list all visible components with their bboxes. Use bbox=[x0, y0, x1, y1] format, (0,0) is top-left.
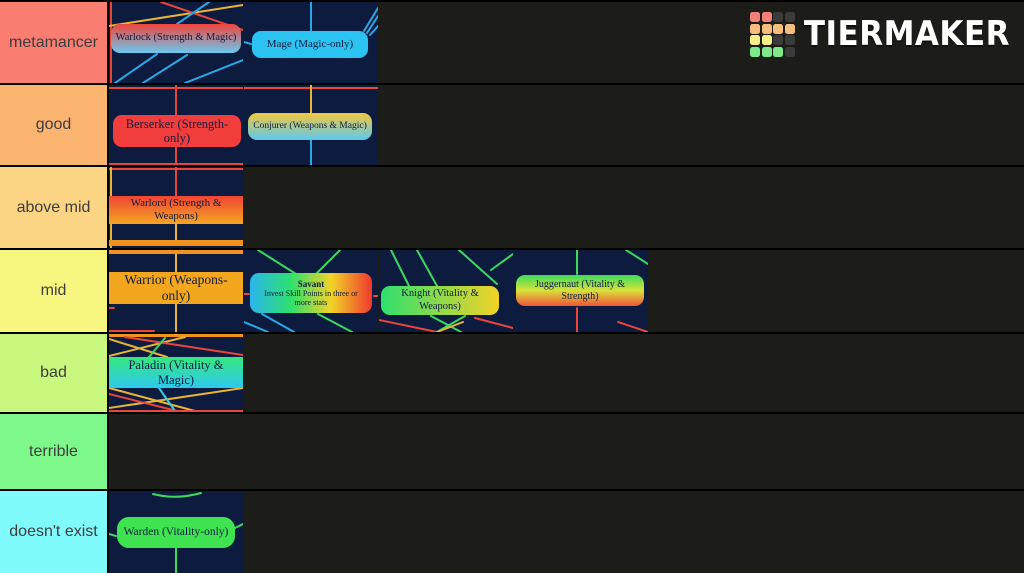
knight-pill: Knight (Vitality & Weapons) bbox=[381, 286, 499, 315]
conjurer-pill: Conjurer (Weapons & Magic) bbox=[248, 113, 372, 140]
tier-items-bad: Paladin (Vitality & Magic) bbox=[109, 334, 1024, 412]
tier-items-above-mid: Warlord (Strength & Weapons) bbox=[109, 167, 1024, 248]
mage-pill: Mage (Magic-only) bbox=[252, 31, 368, 58]
conjurer-label: Conjurer (Weapons & Magic) bbox=[253, 121, 367, 132]
savant-pill: Savant Invest Skill Points in three or m… bbox=[250, 273, 372, 313]
paladin-stat-chart bbox=[109, 334, 243, 412]
tier-label-above-mid[interactable]: above mid bbox=[0, 167, 109, 248]
juggernaut-label: Juggernaut (Vitality & Strength) bbox=[535, 279, 625, 302]
tier-label-mid[interactable]: mid bbox=[0, 250, 109, 332]
berserker-pill: Berserker (Strength-only) bbox=[113, 115, 241, 147]
tier-item-warden[interactable]: Warden (Vitality-only) bbox=[109, 491, 243, 573]
paladin-label: Paladin (Vitality & Magic) bbox=[128, 358, 224, 387]
tier-label-metamancer[interactable]: metamancer bbox=[0, 2, 109, 83]
knight-stat-chart bbox=[379, 250, 513, 332]
savant-stat-chart bbox=[244, 250, 378, 332]
tier-label-good[interactable]: good bbox=[0, 85, 109, 165]
tier-label-terrible[interactable]: terrible bbox=[0, 414, 109, 489]
tier-row-bad: bad Paladin (Vitality & Magic) bbox=[0, 334, 1024, 414]
tier-label-doesnt-exist[interactable]: doesn't exist bbox=[0, 491, 109, 573]
tier-item-mage[interactable]: Mage (Magic-only) bbox=[244, 2, 378, 83]
savant-title: Savant bbox=[297, 278, 325, 289]
mage-stat-chart bbox=[244, 2, 378, 45]
tiermaker-logo[interactable]: TIERMAKER bbox=[750, 12, 1010, 57]
tier-item-warlock[interactable]: Warlock (Strength & Magic) bbox=[109, 2, 243, 83]
juggernaut-stat-chart bbox=[576, 250, 648, 332]
tier-item-warlord[interactable]: Warlord (Strength & Weapons) bbox=[109, 167, 243, 248]
paladin-pill: Paladin (Vitality & Magic) bbox=[109, 357, 243, 388]
warden-pill: Warden (Vitality-only) bbox=[117, 517, 235, 548]
tiermaker-wordmark: TIERMAKER bbox=[803, 14, 1010, 54]
warlord-pill: Warlord (Strength & Weapons) bbox=[109, 196, 243, 224]
tier-items-mid: Warrior (Weapons-only) Savant Invest Ski… bbox=[109, 250, 1024, 332]
tier-item-berserker[interactable]: Berserker (Strength-only) bbox=[109, 85, 243, 165]
tier-item-paladin[interactable]: Paladin (Vitality & Magic) bbox=[109, 334, 243, 412]
tier-row-terrible: terrible bbox=[0, 414, 1024, 491]
tier-row-mid: mid Warrior (Weapons-only) bbox=[0, 250, 1024, 334]
tier-item-warrior[interactable]: Warrior (Weapons-only) bbox=[109, 250, 243, 332]
warrior-label: Warrior (Weapons-only) bbox=[124, 272, 228, 303]
warrior-pill: Warrior (Weapons-only) bbox=[109, 272, 243, 304]
warden-label: Warden (Vitality-only) bbox=[123, 525, 229, 538]
tier-row-above-mid: above mid Warlord (Strength & Weapons) bbox=[0, 167, 1024, 250]
warden-stat-chart bbox=[109, 492, 243, 573]
tier-item-conjurer[interactable]: Conjurer (Weapons & Magic) bbox=[244, 85, 378, 165]
tier-label-bad[interactable]: bad bbox=[0, 334, 109, 412]
tier-items-metamancer: Warlock (Strength & Magic) Mage (Magic-o… bbox=[109, 2, 1024, 83]
juggernaut-pill: Juggernaut (Vitality & Strength) bbox=[516, 275, 644, 306]
warlock-stat-chart bbox=[109, 2, 243, 83]
tier-item-juggernaut[interactable]: Juggernaut (Vitality & Strength) bbox=[514, 250, 648, 332]
tier-items-doesnt-exist: Warden (Vitality-only) bbox=[109, 491, 1024, 573]
berserker-label: Berserker (Strength-only) bbox=[125, 116, 229, 145]
tier-items-good: Berserker (Strength-only) Conjurer (Weap… bbox=[109, 85, 1024, 165]
conjurer-stat-chart bbox=[244, 85, 378, 165]
knight-label: Knight (Vitality & Weapons) bbox=[401, 288, 479, 312]
tier-row-doesnt-exist: doesn't exist Warden (Vitality-only) bbox=[0, 491, 1024, 573]
tier-item-savant[interactable]: Savant Invest Skill Points in three or m… bbox=[244, 250, 378, 332]
warrior-stat-chart bbox=[109, 250, 243, 332]
tier-items-terrible bbox=[109, 414, 1024, 489]
savant-desc-line1: Invest Skill Points in three or bbox=[264, 288, 358, 298]
tier-row-good: good Berserker (Strength-only) bbox=[0, 85, 1024, 167]
warlock-pill: Warlock (Strength & Magic) bbox=[111, 24, 241, 53]
mage-label: Mage (Magic-only) bbox=[266, 38, 354, 51]
tier-row-metamancer: metamancer Warlock (Strength & Magic) bbox=[0, 2, 1024, 85]
warlord-label: Warlord (Strength & Weapons) bbox=[130, 197, 222, 222]
tier-item-knight[interactable]: Knight (Vitality & Weapons) bbox=[379, 250, 513, 332]
tiermaker-grid-icon bbox=[750, 12, 795, 57]
savant-desc-line2: more stats bbox=[294, 298, 328, 308]
warlock-label: Warlock (Strength & Magic) bbox=[115, 32, 237, 44]
